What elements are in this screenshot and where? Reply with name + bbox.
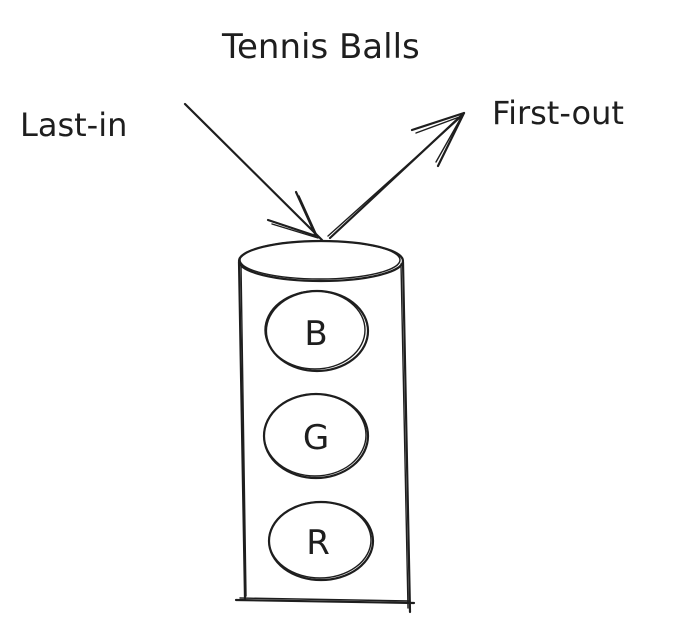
label-last-in: Last-in	[20, 106, 127, 144]
tube	[234, 239, 416, 614]
ball-g: G	[262, 392, 370, 480]
ball-b: B	[264, 289, 370, 373]
ball-r-label: R	[306, 523, 330, 563]
arrow-in	[183, 102, 324, 242]
ball-g-label: G	[303, 418, 329, 458]
ball-r: R	[267, 500, 375, 582]
arrow-out	[327, 111, 466, 240]
ball-b-label: B	[304, 314, 327, 354]
diagram-title: Tennis Balls	[221, 27, 420, 67]
label-first-out: First-out	[492, 94, 624, 132]
